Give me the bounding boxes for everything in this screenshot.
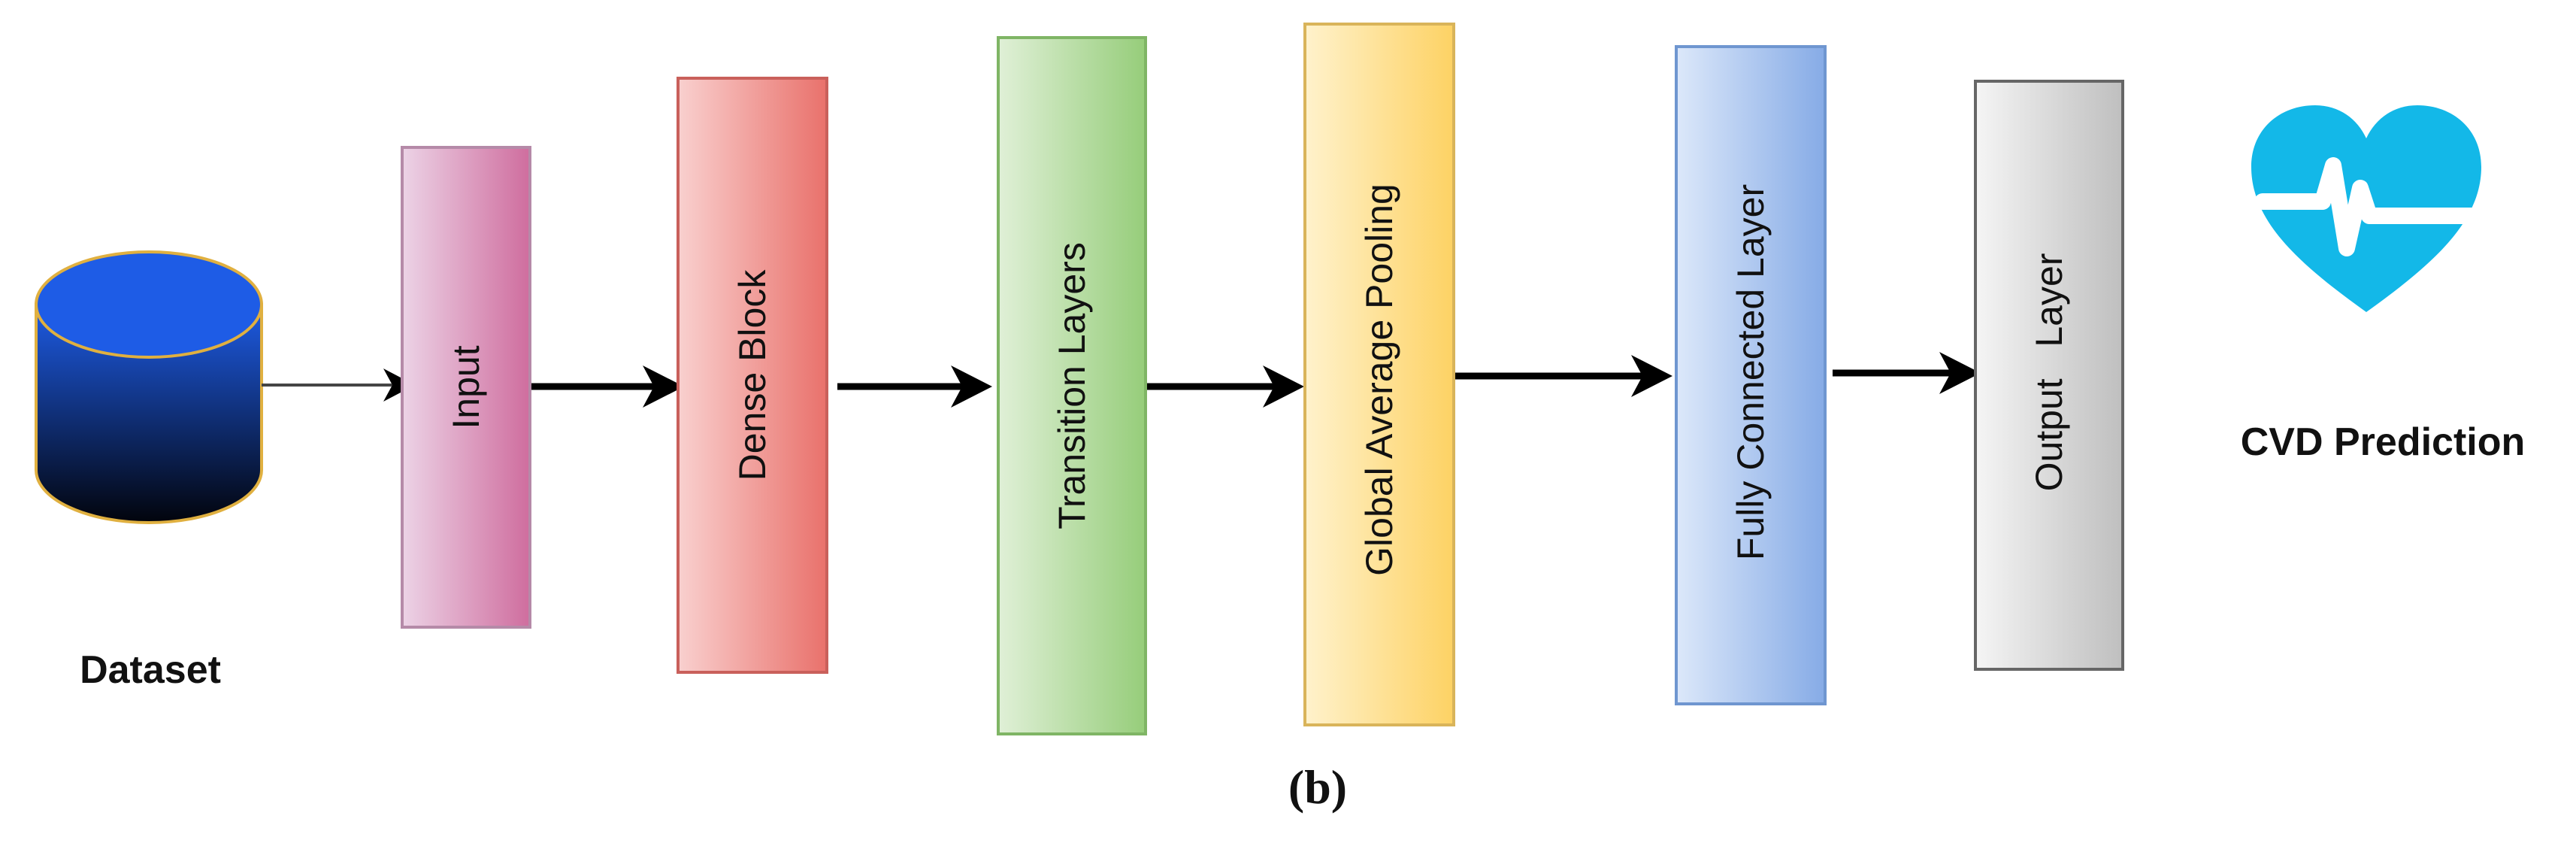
flow-arrows <box>262 352 1981 408</box>
layer-fully-connected-label: Fully Connected Layer <box>1730 184 1772 560</box>
arrowhead-pooling-to-fully-connected <box>1631 355 1672 397</box>
heart-pulse-icon <box>2251 105 2481 312</box>
layer-global-average-pooling: Global Average Pooling <box>1303 23 1455 726</box>
layer-transition-layers: Transition Layers <box>997 36 1147 735</box>
figure-caption: (b) <box>1288 760 1347 814</box>
layer-output: Output Layer <box>1974 80 2124 671</box>
layer-dense-block-label: Dense Block <box>731 269 773 481</box>
arrowhead-fully-connected-to-output <box>1939 352 1981 394</box>
arrowhead-dataset-to-input <box>383 368 415 402</box>
layer-input-label: Input <box>445 345 487 429</box>
database-icon <box>35 250 263 524</box>
layer-global-average-pooling-label: Global Average Pooling <box>1358 183 1400 576</box>
dataset-label: Dataset <box>80 648 221 692</box>
layer-transition-layers-label: Transition Layers <box>1051 242 1093 529</box>
layer-dense-block: Dense Block <box>677 77 828 674</box>
arrowhead-dense-block-to-transition <box>951 365 992 408</box>
layer-input: Input <box>401 146 531 629</box>
arrowhead-transition-to-pooling <box>1263 365 1304 408</box>
cvd-prediction-label: CVD Prediction <box>2241 420 2526 464</box>
arrowhead-input-to-dense-block <box>643 365 684 408</box>
layer-output-label: Output Layer <box>2028 253 2070 492</box>
layer-fully-connected: Fully Connected Layer <box>1675 45 1827 705</box>
